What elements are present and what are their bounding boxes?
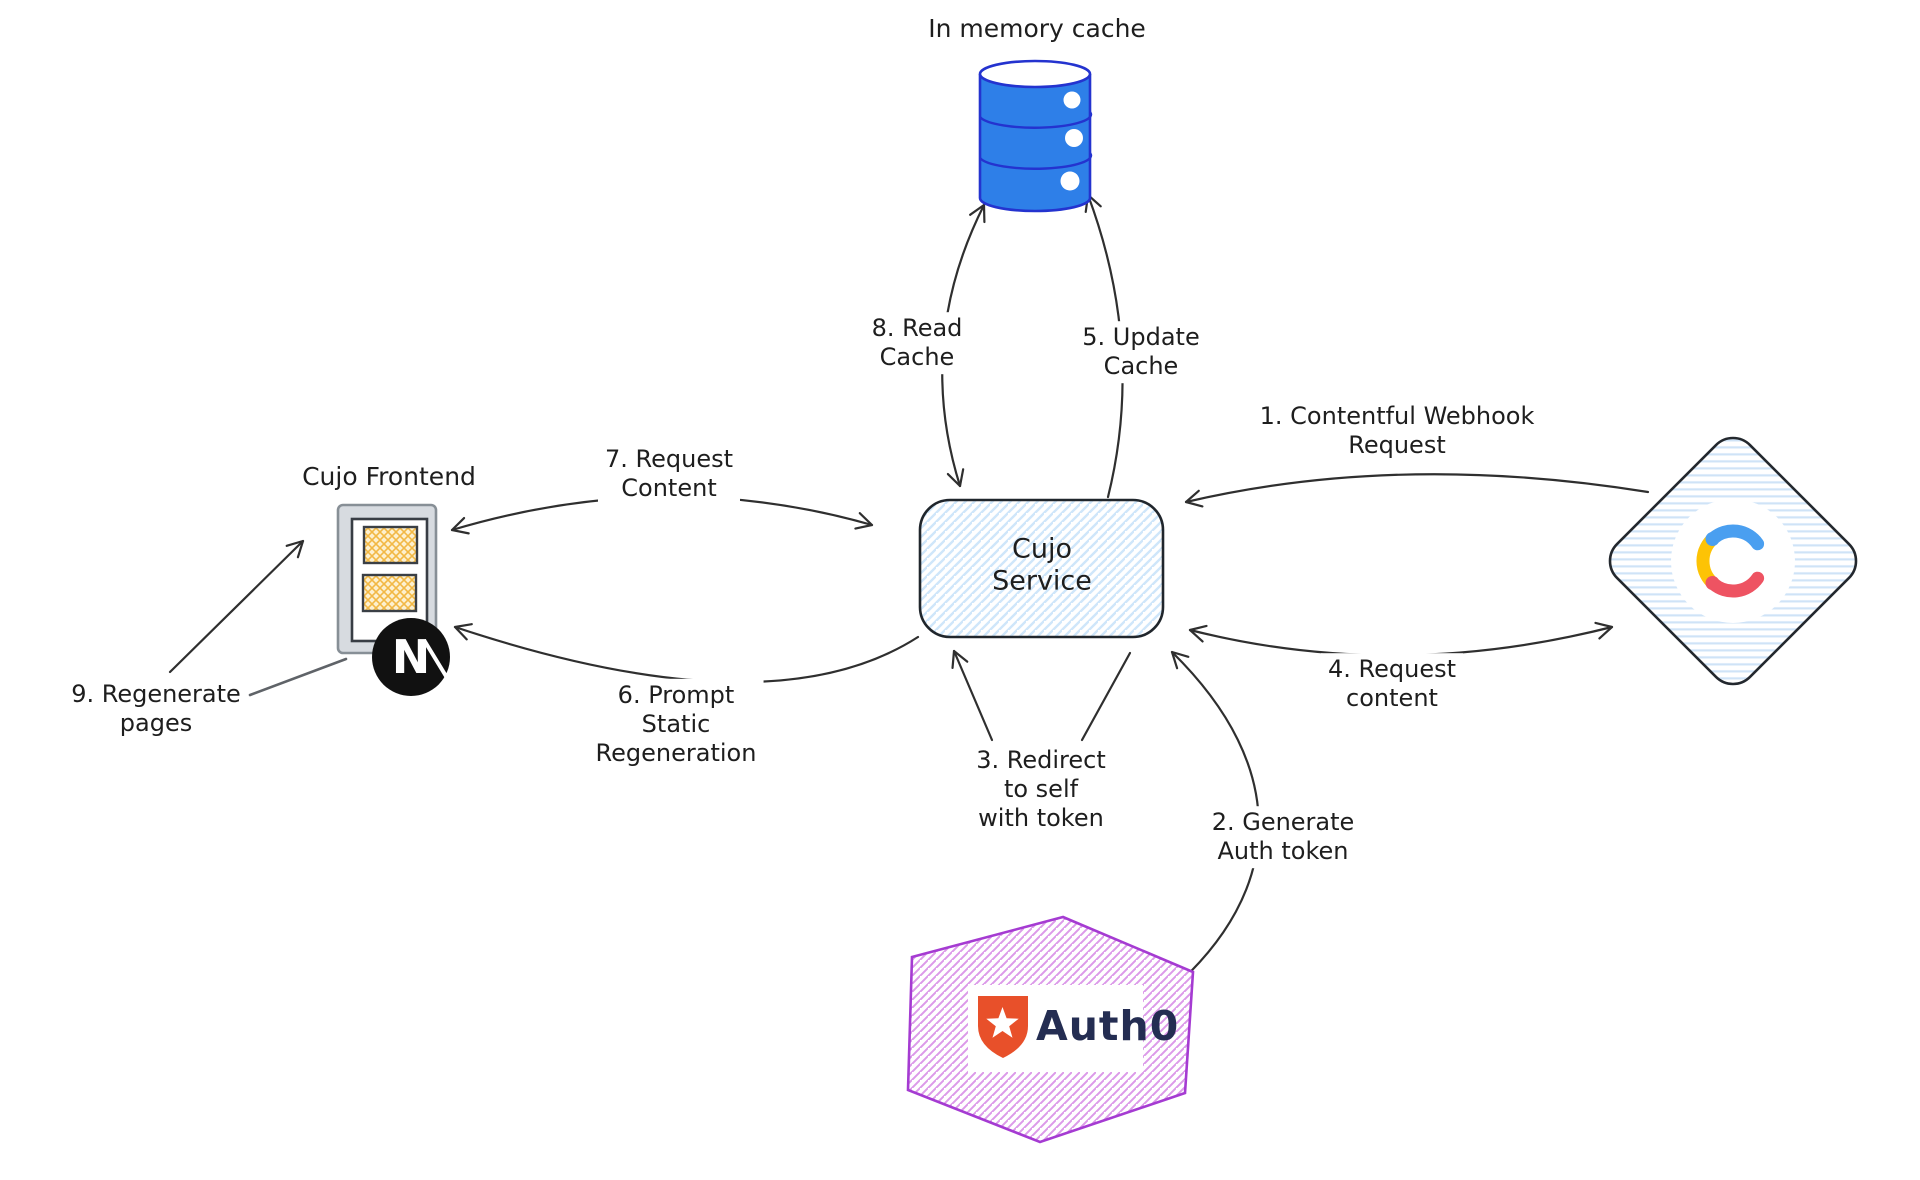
arrow-label-9: 9. Regenerate pages: [64, 678, 248, 740]
contentful-c-logo: [1696, 524, 1765, 598]
cujo-frontend-title: Cujo Frontend: [302, 462, 476, 491]
arrow-label-1: 1. Contentful Webhook Request: [1252, 400, 1542, 462]
arrow-9-regenerate-pages: [168, 539, 305, 674]
contentful-icon: [1608, 436, 1858, 686]
frontend-content-block-1: [362, 525, 419, 565]
cache-database-icon: [978, 59, 1093, 213]
auth0-wordmark: Auth0: [1036, 1002, 1180, 1050]
arrow-1-contentful-webhook: [1184, 473, 1650, 508]
arrow-label-7: 7. Request Content: [597, 443, 741, 505]
arrow-3-redirect-down: [1080, 651, 1132, 742]
frontend-content-block-2: [361, 573, 418, 613]
arrow-label-8: 8. Read Cache: [864, 312, 970, 374]
nextjs-icon: N: [372, 618, 454, 696]
frontend-window-icon: N: [336, 503, 454, 696]
arrow-4-request-content: [1188, 621, 1614, 657]
cujo-service-label: Cujo Service: [992, 533, 1092, 597]
cujo-service-box: [918, 498, 1165, 639]
arrow-9-regenerate-pages-line: [248, 657, 348, 697]
cache-title: In memory cache: [928, 14, 1146, 43]
auth0-node: [906, 915, 1195, 1144]
arrow-label-2: 2. Generate Auth token: [1204, 806, 1362, 868]
arrow-label-6: 6. Prompt Static Regeneration: [588, 678, 764, 770]
arrow-label-3: 3. Redirect to self with token: [969, 743, 1113, 835]
arrow-3-redirect-up: [951, 649, 994, 742]
nextjs-letter: N: [392, 630, 431, 684]
arrow-label-5: 5. Update Cache: [1075, 321, 1207, 383]
arrow-6-prompt-regeneration: [453, 623, 920, 684]
auth0-shield-icon: [978, 996, 1028, 1058]
arrow-label-4: 4. Request content: [1320, 653, 1464, 715]
